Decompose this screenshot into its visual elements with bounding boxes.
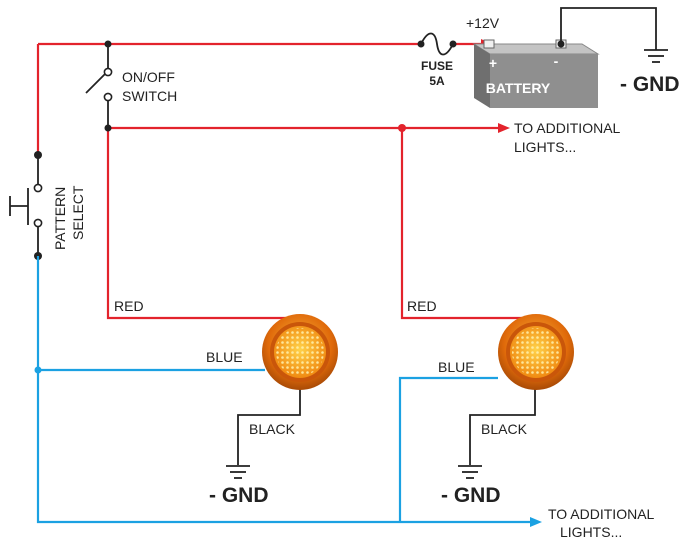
battery-ground-label: - GND	[620, 73, 680, 96]
arrow-to-additional-top	[498, 123, 510, 133]
battery-minus: -	[554, 53, 559, 69]
light1-black-label: BLACK	[249, 421, 296, 437]
battery-minus-node	[557, 40, 565, 48]
battery-label: BATTERY	[486, 80, 551, 96]
pattern-main-wire	[36, 256, 532, 524]
arrow-to-additional-bottom	[530, 517, 542, 527]
ground-symbol-icon	[226, 465, 250, 479]
switch-top-node	[104, 40, 112, 48]
pattern-label-1: PATTERN	[52, 187, 68, 250]
blue-junction-dot	[34, 366, 42, 374]
pattern-wiring	[36, 256, 532, 524]
light2-black-wire	[469, 388, 536, 465]
toggle-switch-icon	[85, 67, 113, 102]
additional-bottom-label-1: TO ADDITIONAL	[548, 506, 655, 522]
ground-symbol-icon	[644, 49, 668, 63]
light2-blue-wire	[398, 376, 498, 522]
pattern-label-2: SELECT	[70, 185, 86, 240]
additional-top-label-1: TO ADDITIONAL	[514, 120, 621, 136]
light1-blue-label: BLUE	[206, 349, 243, 365]
additional-top-label-2: LIGHTS...	[514, 139, 576, 155]
ground-symbol-icon	[458, 465, 482, 479]
switch-label-1: ON/OFF	[122, 69, 175, 85]
supply-voltage-label: +12V	[466, 15, 500, 31]
push-button-icon	[9, 151, 43, 260]
switch-label-2: SWITCH	[122, 88, 177, 104]
battery-ground-wire	[560, 7, 657, 50]
fuse-rating: 5A	[429, 74, 445, 88]
light1-ground-label: - GND	[209, 484, 269, 507]
positive-wiring	[36, 42, 537, 328]
light1-red-label: RED	[114, 298, 144, 314]
light2-black-label: BLACK	[481, 421, 528, 437]
led-light-icon	[262, 314, 338, 390]
additional-bottom-label-2: LIGHTS...	[560, 524, 622, 540]
fuse-title: FUSE	[421, 59, 453, 73]
fuse-icon	[417, 32, 457, 56]
light2-ground-label: - GND	[441, 484, 501, 507]
battery-plus: +	[489, 55, 497, 71]
light2-red-label: RED	[407, 298, 437, 314]
light2-blue-label: BLUE	[438, 359, 475, 375]
led-light-icon	[498, 314, 574, 390]
battery-icon	[472, 39, 600, 108]
switch-bottom-node	[104, 124, 112, 132]
junction-dot	[398, 124, 406, 132]
light1-black-wire	[237, 380, 301, 465]
